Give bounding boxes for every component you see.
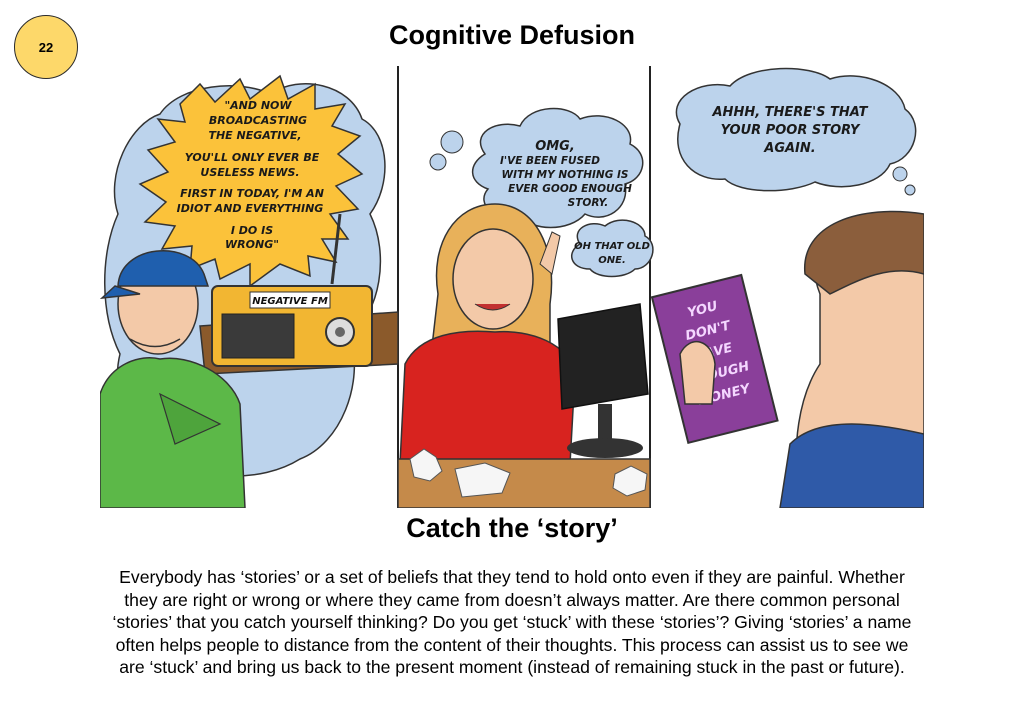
crumpled-papers xyxy=(409,448,648,498)
radio: NEGATIVE FM xyxy=(211,213,373,367)
thought3-line-1: AHHH, THERE'S THAT xyxy=(712,105,869,120)
reading-hand xyxy=(679,340,716,405)
panel-2: OMG, I'VE BEEN FUSED WITH MY NOTHING IS … xyxy=(397,107,654,508)
radio-label: NEGATIVE FM xyxy=(252,296,328,307)
body-line-3: ‘stories’ that you catch yourself thinki… xyxy=(112,612,912,632)
speech-line-3: THE NEGATIVE, xyxy=(208,129,301,142)
page-number: 22 xyxy=(38,39,54,55)
thought2-line-5: STORY. xyxy=(568,197,609,209)
panel-3: AHHH, THERE'S THAT YOUR POOR STORY AGAIN… xyxy=(650,67,924,508)
thought2-line-1: OMG, xyxy=(535,139,575,154)
page-title: Cognitive Defusion xyxy=(388,20,635,50)
body-line-1: Everybody has ‘stories’ or a set of beli… xyxy=(119,567,905,587)
panel2-small-thought-text: OH THAT OLD ONE. xyxy=(574,241,650,266)
speech-line-6: FIRST IN TODAY, I'M AN xyxy=(180,187,324,200)
man-reading xyxy=(779,210,924,508)
man-with-cap xyxy=(100,250,246,508)
speech-line-8: I DO IS xyxy=(231,224,273,237)
panel3-thought-text: AHHH, THERE'S THAT YOUR POOR STORY AGAIN… xyxy=(712,105,869,156)
section-heading: Catch the ‘story’ xyxy=(406,513,618,543)
woman xyxy=(399,203,576,465)
speech-line-4: YOU'LL ONLY EVER BE xyxy=(185,151,320,164)
speech-line-9: WRONG" xyxy=(225,238,279,251)
thought2-small-line-2: ONE. xyxy=(598,255,626,266)
speech-line-7: IDIOT AND EVERYTHING xyxy=(177,202,324,215)
book-title-1: YOU xyxy=(686,299,720,321)
panel1-speech-text: "AND NOW BROADCASTING THE NEGATIVE, YOU'… xyxy=(177,99,324,251)
panel2-thought-text: OMG, I'VE BEEN FUSED WITH MY NOTHING IS … xyxy=(500,139,632,209)
panel2-small-thought-cloud xyxy=(570,219,654,278)
panel1-speech-burst xyxy=(138,74,364,288)
body-line-2: they are right or wrong or where they ca… xyxy=(124,589,900,610)
panel3-thought-cloud xyxy=(675,67,917,192)
body-line-5: are ‘stuck’ and bring us back to the pre… xyxy=(119,657,905,677)
thought3-line-2: YOUR POOR STORY xyxy=(721,123,861,138)
thought2-line-3: WITH MY NOTHING IS xyxy=(502,169,629,181)
thought2-line-4: EVER GOOD ENOUGH xyxy=(508,183,632,195)
computer-monitor xyxy=(557,303,649,458)
panel-1: "AND NOW BROADCASTING THE NEGATIVE, YOU'… xyxy=(100,74,399,508)
speech-line-1: "AND NOW xyxy=(224,99,292,112)
speech-line-2: BROADCASTING xyxy=(209,114,307,127)
thought2-line-2: I'VE BEEN FUSED xyxy=(500,155,600,167)
page-number-badge: 22 xyxy=(14,15,78,79)
thought3-line-3: AGAIN. xyxy=(763,141,815,156)
comic-illustration: "AND NOW BROADCASTING THE NEGATIVE, YOU'… xyxy=(100,66,924,508)
speech-line-5: USELESS NEWS. xyxy=(200,166,299,179)
body-line-4: often helps people to distance from the … xyxy=(115,634,909,655)
thought2-small-line-1: OH THAT OLD xyxy=(574,241,650,252)
body-paragraph: Everybody has ‘stories’ or a set of beli… xyxy=(40,566,984,679)
